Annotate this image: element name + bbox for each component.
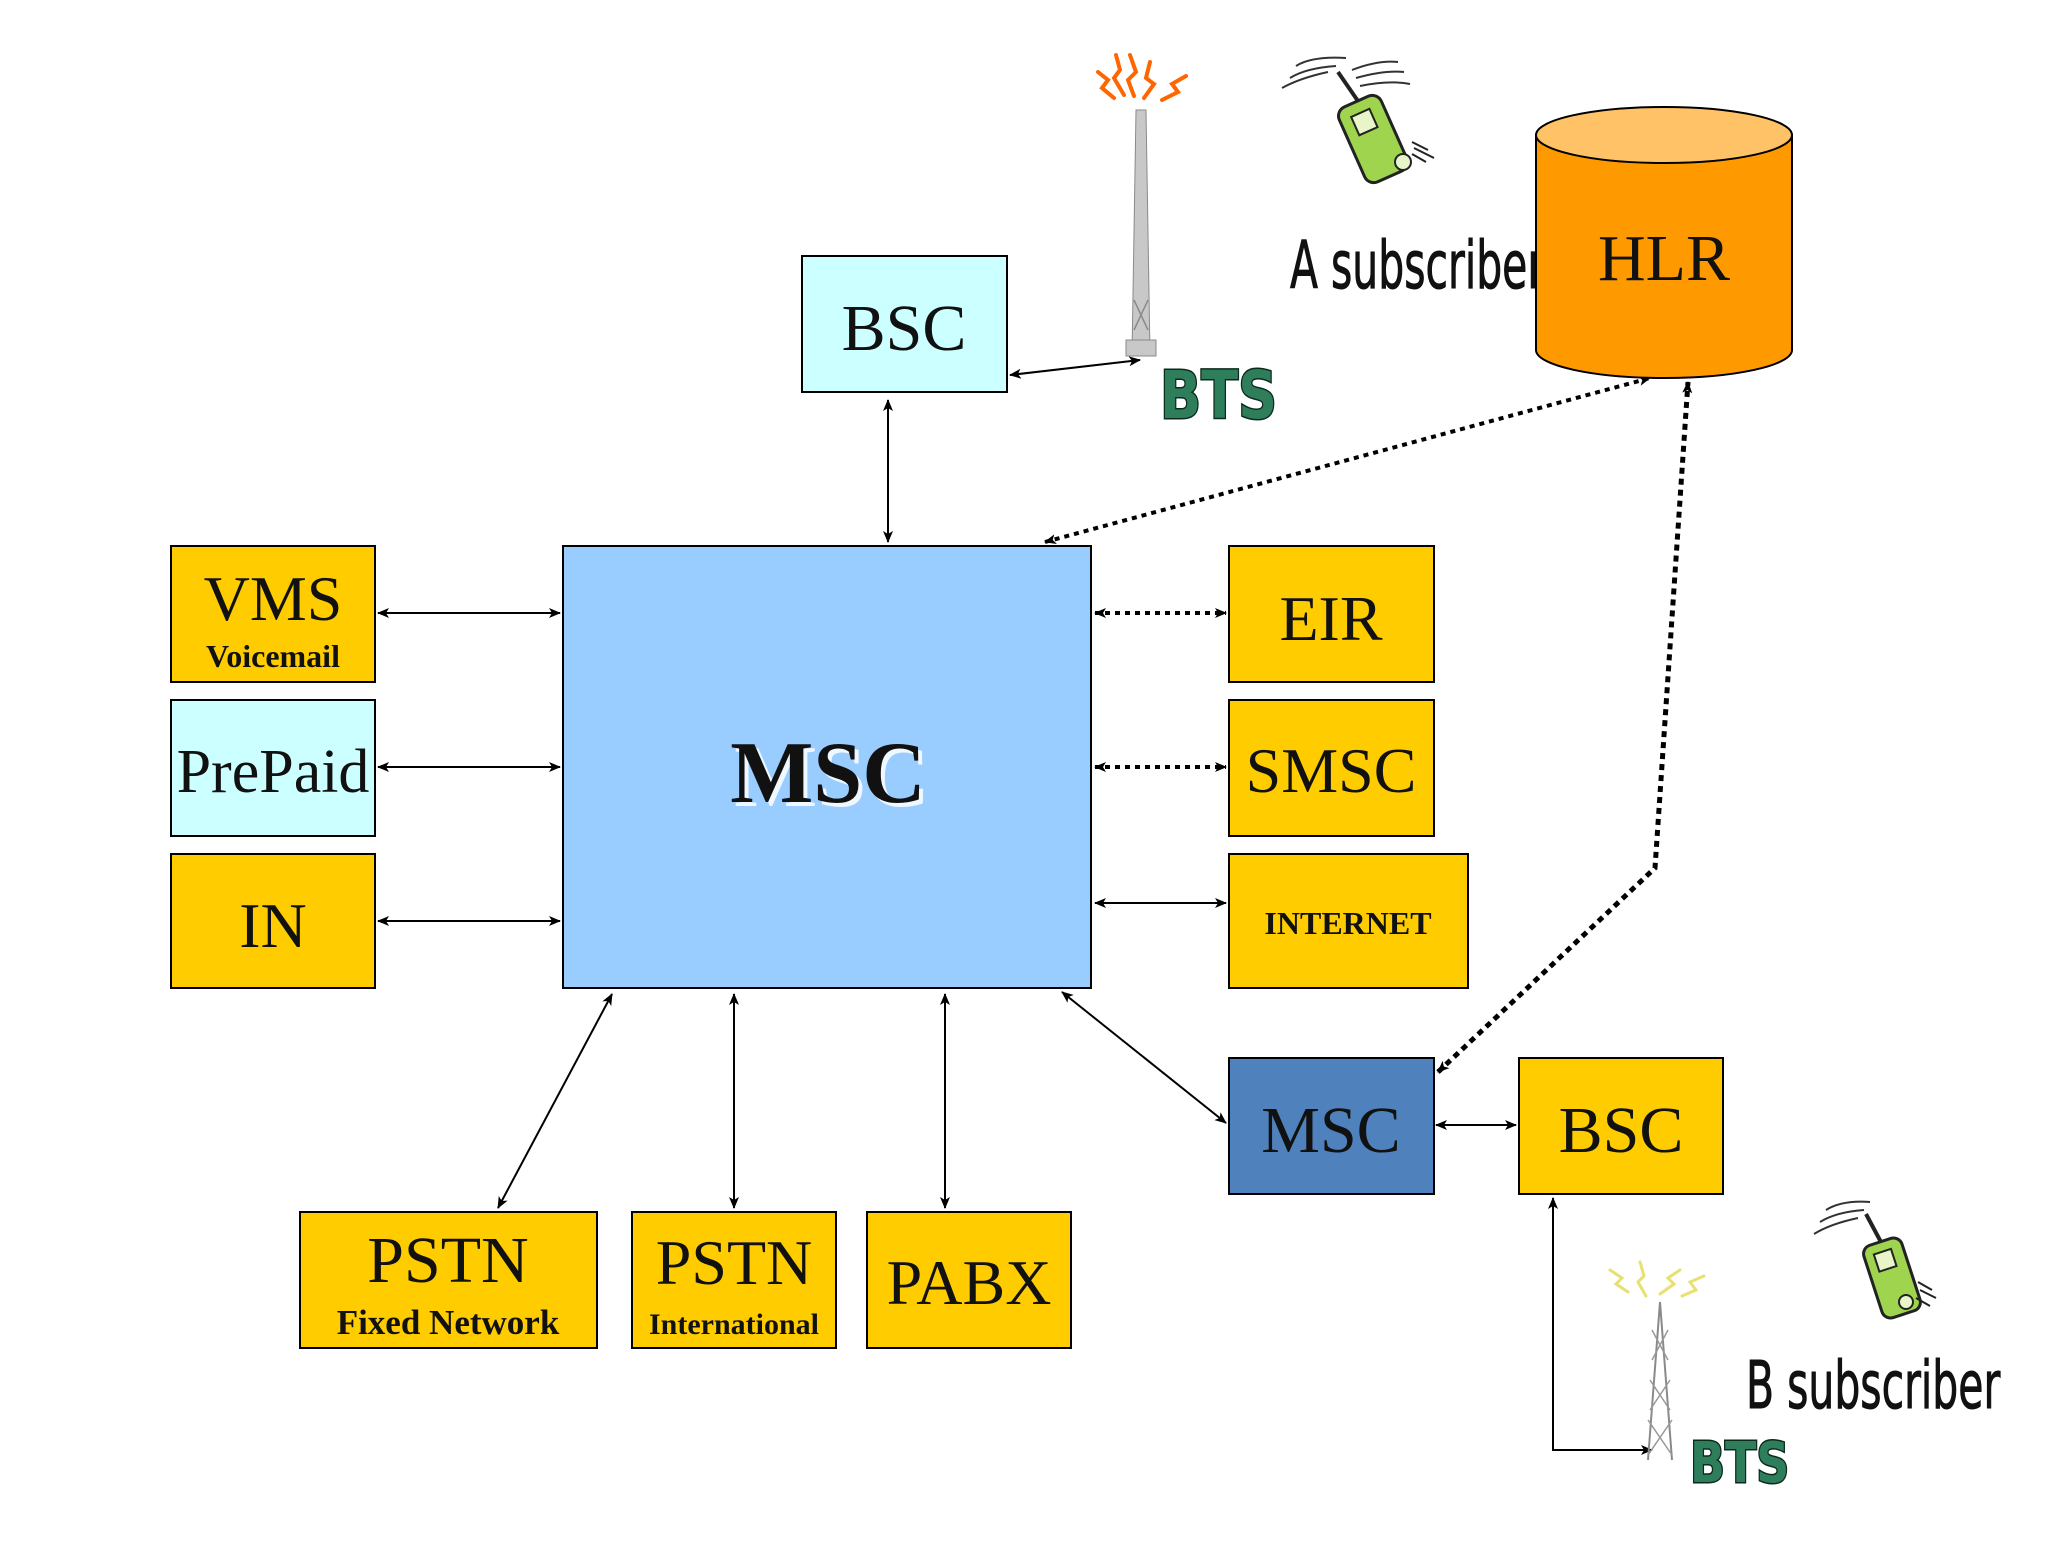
prepaid-node: PrePaid [170, 699, 376, 837]
pstn-fixed-sublabel: Fixed Network [337, 1303, 560, 1342]
mobile-phone-icon [1813, 1200, 1937, 1320]
bsc-remote-label: BSC [1559, 1094, 1684, 1167]
in-label: IN [239, 890, 307, 961]
eir-node: EIR [1228, 545, 1435, 683]
pstn-intl-label: PSTN [656, 1227, 813, 1298]
eir-label: EIR [1279, 583, 1382, 654]
bsc-top-node: BSC [801, 255, 1008, 393]
bts-top-label: BTS [1160, 358, 1277, 435]
pstn-fixed-label: PSTN [367, 1224, 528, 1297]
a-subscriber-label: A subscriber [1290, 227, 1545, 304]
pstn-intl-node: PSTN International [631, 1211, 837, 1349]
link-pstn-fixed-msc [497, 993, 613, 1209]
b-subscriber-label: B subscriber [1746, 1347, 2001, 1424]
link-msc-hlr [1044, 376, 1651, 544]
pabx-label: PABX [887, 1247, 1052, 1318]
bsc-top-label: BSC [842, 292, 967, 365]
vms-node: VMS Voicemail [170, 545, 376, 683]
vms-label: VMS [204, 563, 343, 634]
prepaid-label: PrePaid [177, 738, 370, 806]
pabx-node: PABX [866, 1211, 1072, 1349]
link-msc-msc-remote [1061, 991, 1227, 1124]
connectors [377, 356, 1693, 1455]
antenna-tower-small-icon [1608, 1260, 1706, 1461]
msc-remote-node: MSC [1228, 1057, 1435, 1195]
in-node: IN [170, 853, 376, 989]
antenna-tower-icon [1096, 53, 1188, 357]
link-bsc-top-bts [1009, 356, 1141, 379]
pstn-intl-sublabel: International [649, 1308, 819, 1341]
pstn-fixed-node: PSTN Fixed Network [299, 1211, 598, 1349]
hlr-database: HLR [1535, 106, 1793, 379]
bsc-remote-node: BSC [1518, 1057, 1724, 1195]
internet-node: INTERNET [1228, 853, 1469, 989]
bts-bottom-label: BTS [1690, 1431, 1789, 1497]
msc-remote-label: MSC [1261, 1094, 1400, 1167]
mobile-phone-icon [1281, 56, 1435, 185]
link-msc-remote-hlr [1436, 381, 1693, 1074]
internet-label: INTERNET [1264, 905, 1431, 941]
smsc-node: SMSC [1228, 699, 1435, 837]
msc-main-label: MSC [730, 725, 926, 822]
smsc-label: SMSC [1246, 735, 1417, 806]
link-bsc-remote-bts [1548, 1197, 1653, 1455]
msc-main-node: MSC MSC [562, 545, 1092, 989]
msc-main-label-shadow: MSC [734, 729, 930, 826]
vms-sublabel: Voicemail [206, 638, 340, 674]
hlr-label: HLR [1598, 222, 1730, 295]
